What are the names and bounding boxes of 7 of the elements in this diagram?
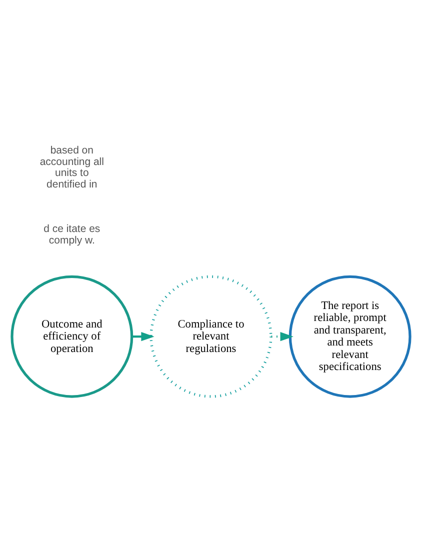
label: based on accounting all units to dentified in [40, 145, 104, 191]
arrow [132, 332, 154, 342]
node-circle: Outcome and efficiency of operation [10, 275, 134, 398]
node-circle: Compliance to relevant regulations [150, 275, 272, 398]
node-circle: The report is reliable, prompt and transparent, and meets relevant specifications [288, 275, 412, 398]
label: d ce itate es comply w. [44, 224, 100, 246]
arrow [271, 332, 294, 342]
